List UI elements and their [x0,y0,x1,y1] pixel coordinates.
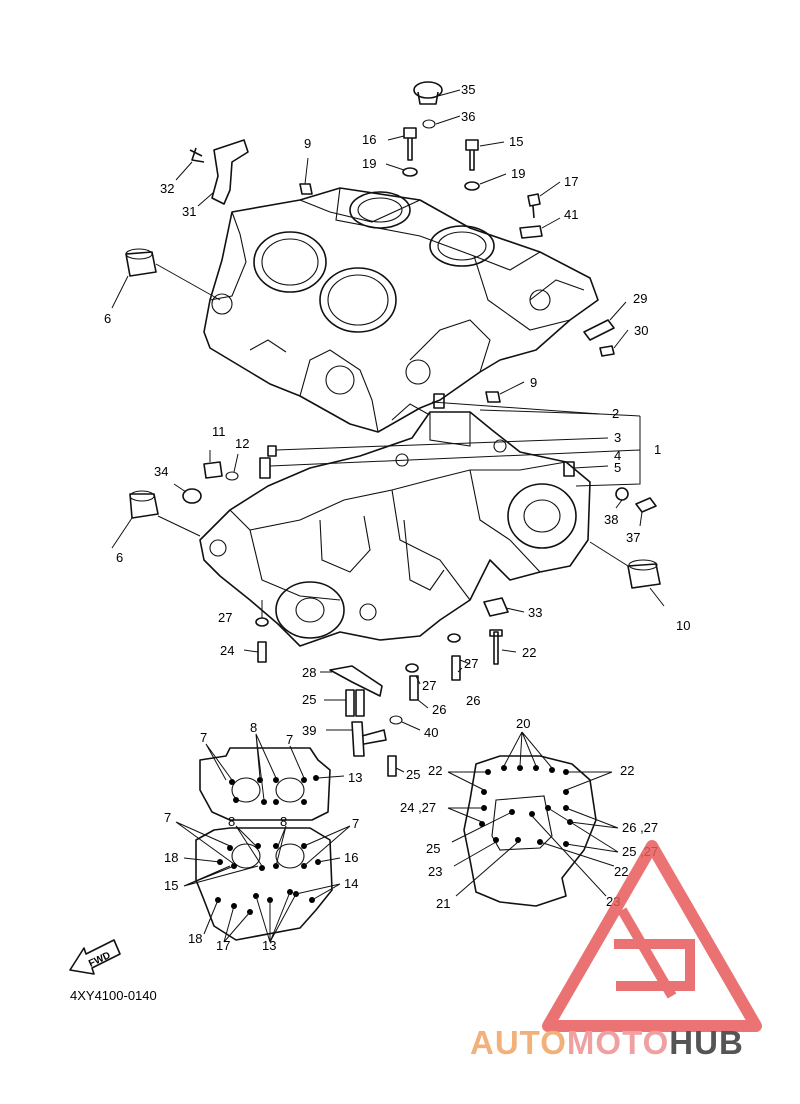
callout-2: 2 [612,406,619,421]
callout-22: 22 [614,864,628,879]
callout-7: 7 [200,730,207,745]
callout-7: 7 [164,810,171,825]
watermark-hub: HUB [669,1024,744,1061]
small-parts [125,81,661,777]
callout-8: 8 [228,814,235,829]
watermark-text: AUTOMOTOHUB [470,1024,744,1061]
callout-1: 1 [654,442,661,457]
callout-6: 6 [104,311,111,326]
callout-24-27: 24 ,27 [400,800,436,815]
lower-crankcase [199,411,591,647]
callout-25: 25 [302,692,316,707]
callout-27: 27 [464,656,478,671]
callout-15: 15 [164,878,178,893]
callout-31: 31 [182,204,196,219]
callout-35: 35 [461,82,475,97]
watermark-auto: AUTO [470,1024,567,1061]
callout-26: 26 [432,702,446,717]
callout-22: 22 [620,763,634,778]
callout-27: 27 [422,678,436,693]
callout-18: 18 [188,931,202,946]
callout-32: 32 [160,181,174,196]
fwd-label: FWD [87,950,112,970]
upper-crankcase [203,187,599,433]
callout-36: 36 [461,109,475,124]
callout-24: 24 [220,643,234,658]
callout-37: 37 [626,530,640,545]
callout-21: 21 [436,896,450,911]
callout-30: 30 [634,323,648,338]
part-code: 4XY4100-0140 [70,988,157,1003]
callout-22: 22 [522,645,536,660]
callout-29: 29 [633,291,647,306]
callout-41: 41 [564,207,578,222]
callout-40: 40 [424,725,438,740]
callout-17: 17 [564,174,578,189]
callout-16: 16 [362,132,376,147]
callout-25: 25 [406,767,420,782]
callout-6: 6 [116,550,123,565]
callout-34: 34 [154,464,168,479]
callout-labels: 35 36 16 15 9 19 19 17 41 32 31 6 29 30 … [104,82,690,953]
watermark-moto: MOTO [567,1024,669,1061]
callout-18: 18 [164,850,178,865]
callout-3: 3 [614,430,621,445]
callout-15: 15 [509,134,523,149]
callout-33: 33 [528,605,542,620]
callout-38: 38 [604,512,618,527]
callout-26-27: 26 ,27 [622,820,658,835]
callout-22: 22 [428,763,442,778]
callout-5: 5 [614,460,621,475]
lower-case-bolt-pattern [447,731,619,907]
callout-11: 11 [212,424,226,439]
callout-12: 12 [235,436,249,451]
callout-7: 7 [352,816,359,831]
callout-16: 16 [344,850,358,865]
callout-7: 7 [286,732,293,747]
callout-13: 13 [262,938,276,953]
callout-20: 20 [516,716,530,731]
callout-14: 14 [344,876,358,891]
watermark-logo [542,840,762,1032]
callout-8: 8 [250,720,257,735]
callout-13: 13 [348,770,362,785]
callout-26: 26 [466,693,480,708]
callout-19: 19 [511,166,525,181]
callout-23: 23 [428,864,442,879]
callout-9: 9 [530,375,537,390]
callout-9: 9 [304,136,311,151]
callout-28: 28 [302,665,316,680]
callout-8: 8 [280,814,287,829]
callout-27: 27 [218,610,232,625]
upper-case-bolt-pattern [175,733,351,943]
callout-19: 19 [362,156,376,171]
fwd-arrow-icon: FWD [69,939,121,975]
callout-17: 17 [216,938,230,953]
callout-25: 25 [426,841,440,856]
leader-lines [111,89,665,773]
callout-39: 39 [302,723,316,738]
callout-10: 10 [676,618,690,633]
callout-4: 4 [614,448,621,463]
